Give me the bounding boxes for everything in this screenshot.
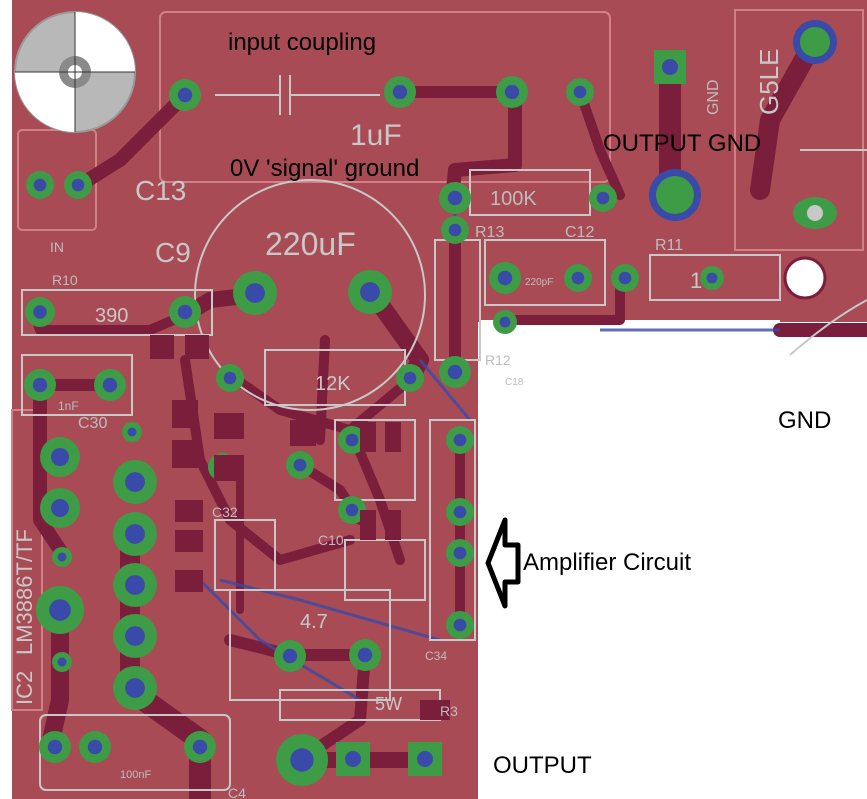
silk-gnd-vertical: GND	[705, 79, 722, 115]
silkscreen-outlines	[21, 75, 867, 791]
label-output: OUTPUT	[493, 752, 592, 779]
pad-drill	[125, 524, 145, 544]
label-signal-ground: 0V 'signal' ground	[230, 155, 419, 182]
pad-drill	[127, 427, 137, 437]
arrow-left-icon	[485, 517, 521, 609]
silk-ic2-part: LM3886T/TF	[12, 529, 37, 655]
pad-drill	[571, 271, 585, 285]
silk-c30: C30	[78, 415, 107, 432]
pad-drill	[447, 190, 463, 206]
pad-drill	[125, 626, 145, 646]
silk-r11: R11	[655, 237, 683, 254]
mounting-hole	[14, 11, 136, 133]
pad-drill	[177, 304, 193, 320]
pad-drill	[447, 364, 463, 380]
silk-r11-value: 1	[690, 268, 702, 293]
silk-r12: R12	[485, 352, 511, 368]
label-output-gnd: OUTPUT GND	[603, 130, 761, 157]
pad-drill	[223, 371, 237, 385]
silk-r3: R3	[440, 703, 458, 719]
pad-drill	[499, 316, 511, 328]
pad-drill	[47, 739, 63, 755]
silk-c18: C18	[505, 377, 524, 388]
pad-drill	[345, 503, 359, 517]
pad-drill	[32, 377, 48, 393]
pad-drill	[177, 87, 193, 103]
silk-r13-value: 100K	[490, 188, 537, 210]
silk-c10: C10	[318, 532, 344, 548]
silk-r10-value: 390	[95, 305, 128, 327]
component-pads	[24, 76, 724, 786]
pad-drill	[360, 282, 380, 302]
label-input-coupling: input coupling	[228, 29, 376, 56]
silk-cap-1nf: 1nF	[58, 399, 79, 413]
pad-drill	[596, 191, 610, 205]
pad-drill	[453, 505, 467, 519]
pad-drill	[245, 283, 265, 303]
bottom-traces	[198, 200, 780, 702]
pad-drill	[57, 552, 67, 562]
pad-drill	[125, 678, 145, 698]
pad-drill	[290, 748, 314, 772]
pad-drill	[71, 178, 85, 192]
pad-drill	[497, 270, 513, 286]
pad-drill	[51, 448, 69, 466]
silk-c12: C12	[565, 224, 594, 241]
pad-drill	[448, 223, 462, 237]
silk-c9: C9	[155, 237, 191, 268]
pad-drill	[102, 377, 118, 393]
pad-drill	[345, 433, 359, 447]
pad-drill	[125, 575, 145, 595]
pad-drill	[618, 271, 632, 285]
silk-cap-220uf: 220uF	[265, 226, 356, 262]
pad-drill	[504, 84, 520, 100]
board-right-cutout	[478, 322, 867, 799]
pad-drill	[87, 739, 103, 755]
pad-drill	[453, 546, 467, 560]
silk-ic2: IC2	[12, 671, 37, 705]
pad-drill	[57, 657, 67, 667]
pad-drill	[453, 618, 467, 632]
silk-c34: C34	[425, 649, 447, 663]
pad-drill	[33, 178, 47, 192]
pad-drill	[573, 85, 587, 99]
silk-cap-220pf: 220pF	[525, 277, 553, 288]
silk-in-label: IN	[50, 239, 64, 255]
silk-cap-1uf: 1uF	[350, 119, 402, 152]
pad-drill	[192, 739, 208, 755]
pad-drill	[453, 433, 467, 447]
silk-r-47: 4.7	[300, 611, 328, 633]
pad-drill	[125, 472, 145, 492]
pad-drill	[33, 305, 47, 319]
silk-c13: C13	[135, 175, 186, 206]
pad-drill	[293, 458, 307, 472]
pad-drill	[392, 84, 408, 100]
silk-c4: C4	[228, 785, 246, 799]
silk-r-12k: 12K	[315, 373, 351, 395]
annotations: input coupling 0V 'signal' ground OUTPUT…	[228, 29, 831, 779]
square-pads	[150, 50, 686, 776]
silk-c32: C32	[212, 504, 238, 520]
silk-r13: R13	[475, 224, 504, 241]
silkscreen-text: C13 1uF C9 220uF R13 100K C12 R11 1 R10 …	[12, 49, 784, 799]
label-amplifier-circuit: Amplifier Circuit	[523, 549, 691, 576]
silk-r10: R10	[52, 272, 78, 288]
silk-cap-100nf: 100nF	[120, 769, 151, 781]
silk-r-5w: 5W	[375, 694, 402, 714]
label-gnd: GND	[778, 407, 831, 434]
silk-g5le: G5LE	[754, 49, 784, 116]
pad-drill	[706, 272, 718, 284]
pad-drill	[357, 647, 373, 663]
pad-drill	[282, 648, 298, 664]
pad-drill	[51, 499, 69, 517]
pad-drill	[403, 371, 417, 385]
relay-pads	[649, 20, 837, 300]
pad-drill	[49, 599, 71, 621]
